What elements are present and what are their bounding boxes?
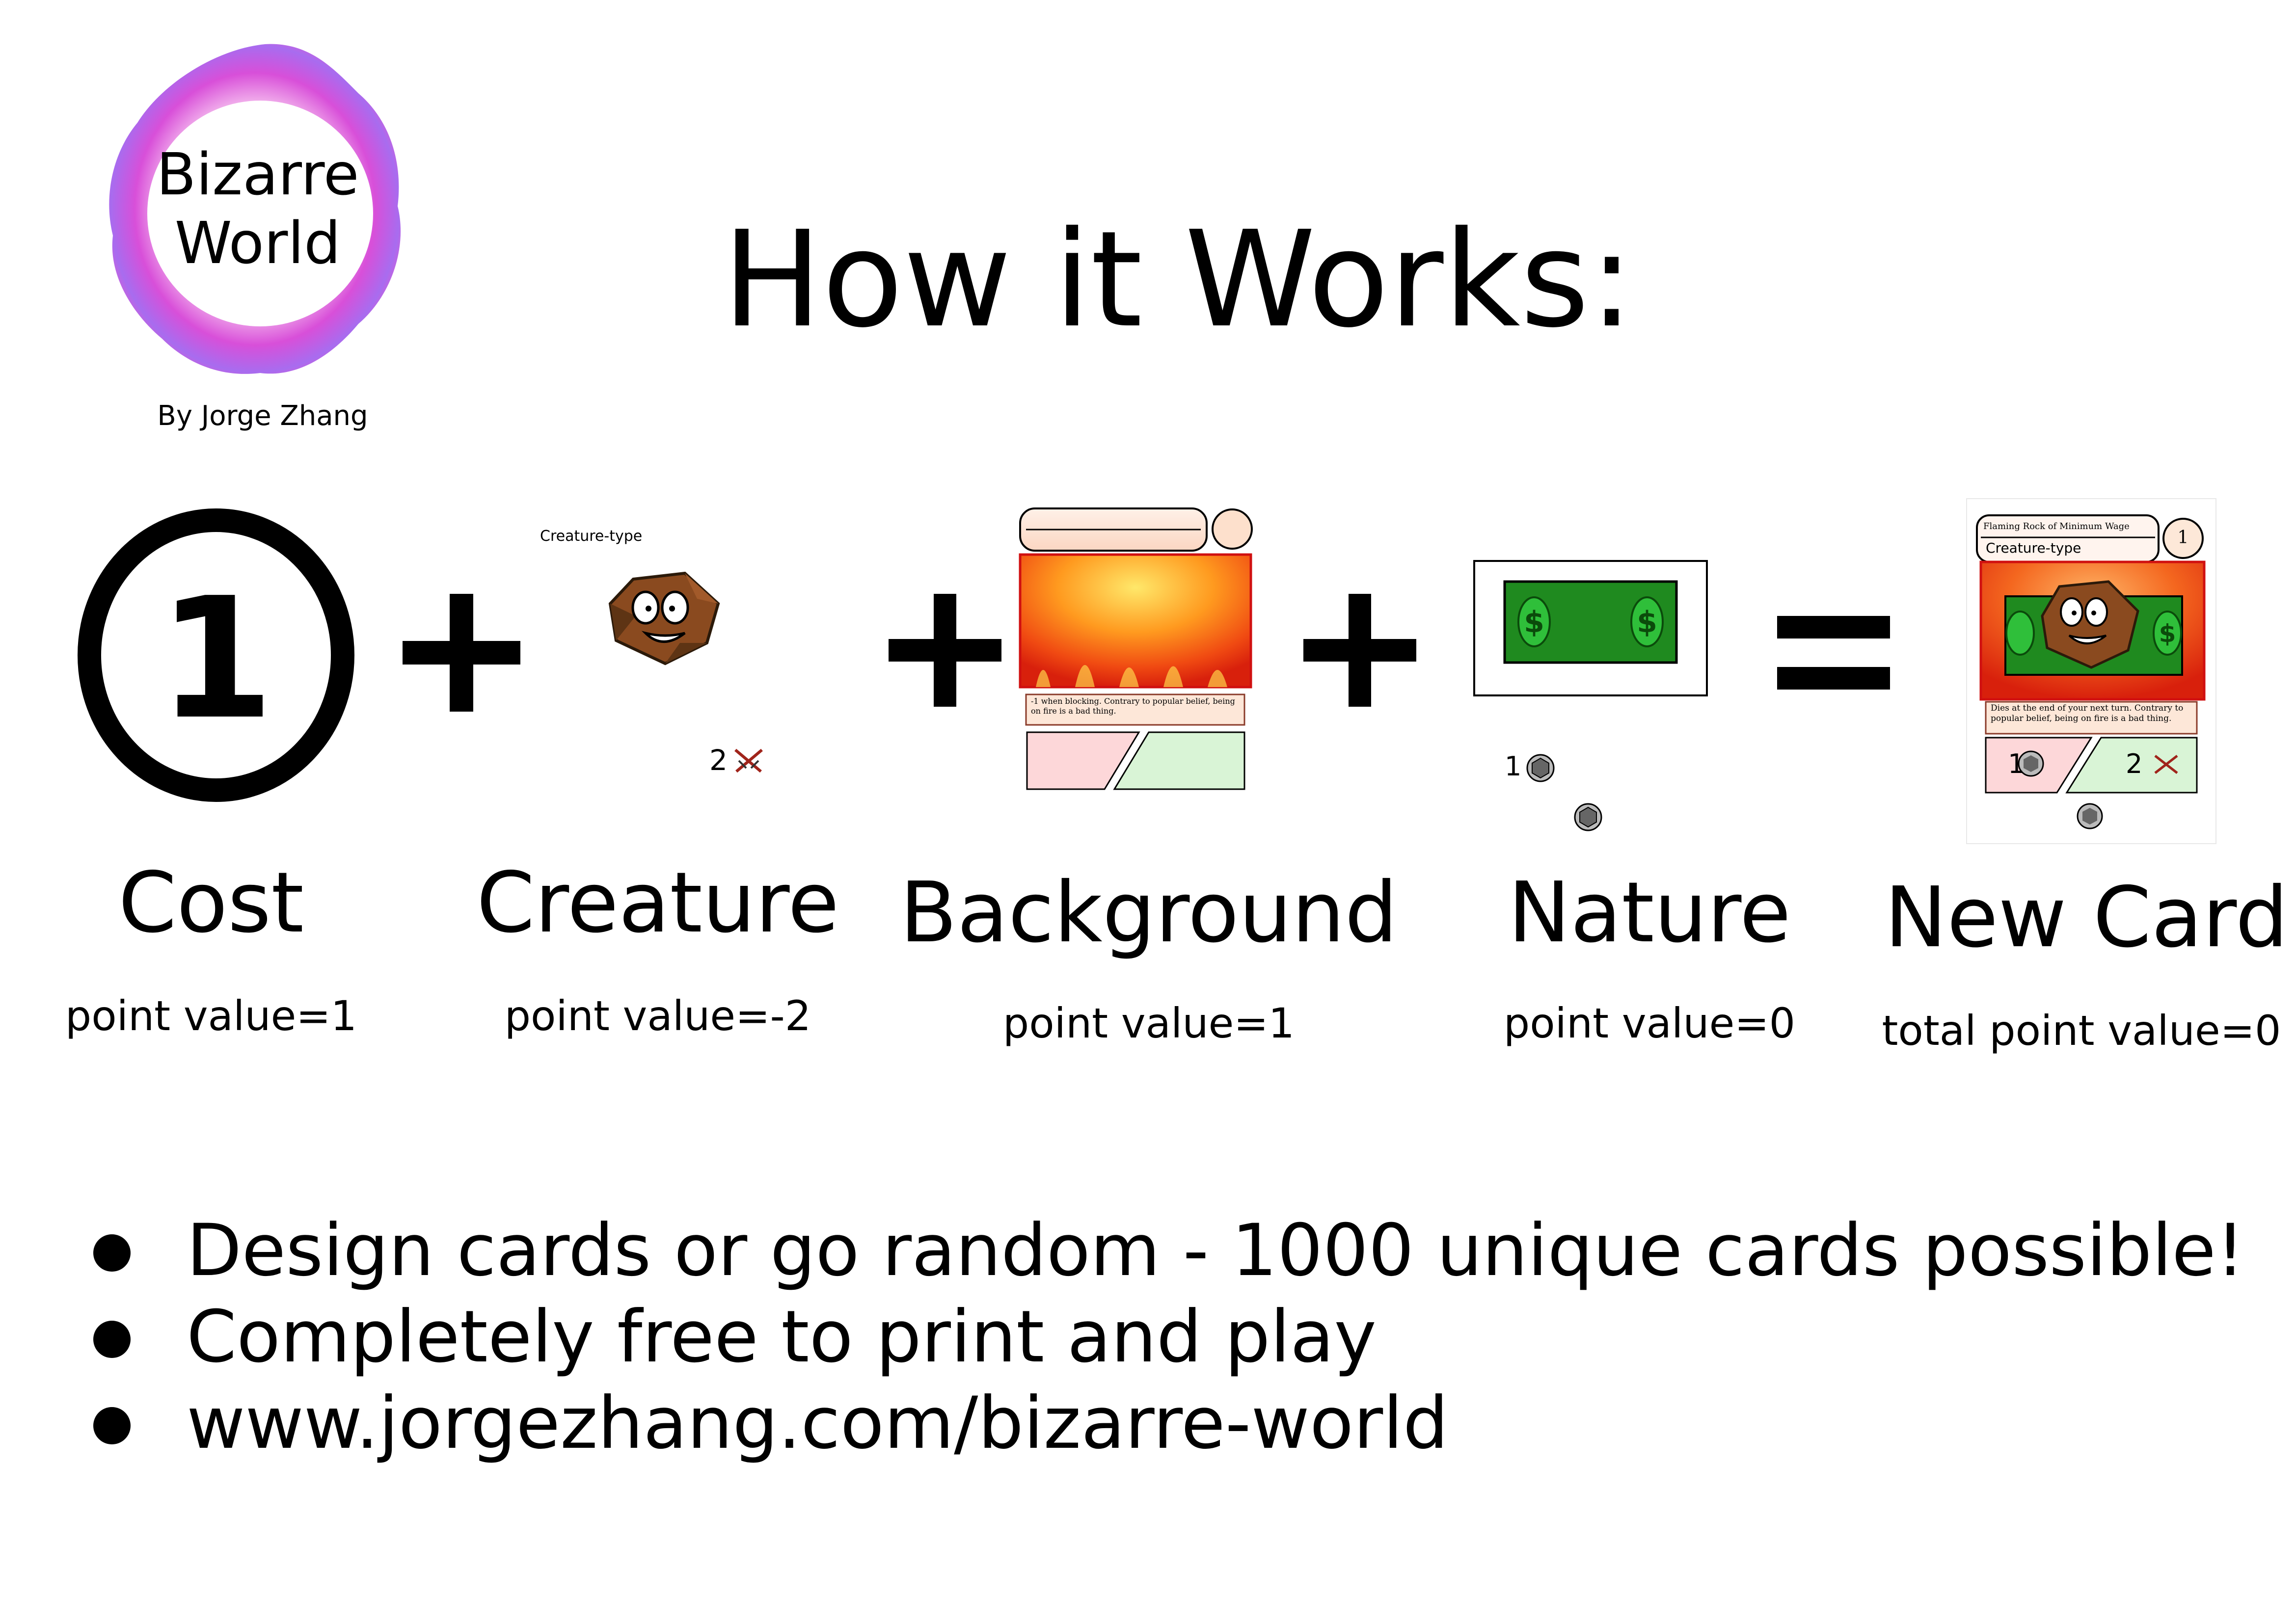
nature-point-value: point value=0 [1503, 999, 1796, 1047]
author-byline: By Jorge Zhang [157, 400, 368, 432]
new-card-total-point-value: total point value=0 [1882, 1007, 2281, 1055]
logo-title-line1: Bizarre [156, 140, 359, 208]
creature-point-value: point value=-2 [504, 992, 811, 1040]
bullet-item: www.jorgezhang.com/bizarre-world [88, 1380, 2248, 1466]
bullet-dot-icon [93, 1234, 131, 1272]
nature-label: Nature [1508, 864, 1791, 961]
feature-bullet-list: Design cards or go random - 1000 unique … [88, 1207, 2248, 1466]
svg-text:$: $ [2159, 619, 2176, 648]
plus-operator-3 [1303, 594, 1416, 707]
page-title: How it Works: [722, 202, 1634, 357]
plus-operator-1 [403, 594, 520, 712]
background-ability-text: -1 when blocking. Contrary to popular be… [1031, 696, 1235, 716]
new-card-name: Flaming Rock of Minimum Wage [1983, 521, 2130, 532]
new-card-label: New Card [1884, 869, 2289, 966]
background-point-value: point value=1 [1002, 999, 1295, 1047]
website-url: www.jorgezhang.com/bizarre-world [187, 1382, 1449, 1465]
creature-type-text: Creature-type [540, 528, 643, 545]
new-card-right-stat: 2 [2126, 748, 2143, 779]
svg-text:$: $ [1637, 605, 1657, 639]
crossed-swords-icon [734, 748, 763, 773]
new-card: $ [1966, 498, 2216, 844]
svg-text:$: $ [1524, 605, 1544, 639]
new-card-ability-text: Dies at the end of your next turn. Contr… [1991, 703, 2184, 723]
logo-title-line2: World [174, 209, 341, 277]
creature-label: Creature [476, 854, 839, 952]
creature-stat-number: 2 [709, 744, 728, 777]
new-card-type: Creature-type [1986, 540, 2081, 556]
cost-circle-icon: 1 [78, 508, 354, 802]
cost-point-value: point value=1 [65, 992, 357, 1040]
nature-stat-number: 1 [1505, 751, 1522, 782]
bullet-dot-icon [93, 1407, 131, 1444]
bullet-item: Completely free to print and play [88, 1294, 2248, 1380]
plus-operator-2 [889, 594, 1001, 707]
bizarre-world-logo [109, 44, 401, 374]
equals-operator [1777, 616, 1890, 690]
background-label: Background [899, 864, 1398, 961]
bullet-dot-icon [93, 1321, 131, 1358]
hexagon-shield-icon [1574, 803, 1602, 831]
hexagon-shield-icon [1526, 754, 1555, 782]
background-card [1019, 507, 1253, 790]
bullet-item: Design cards or go random - 1000 unique … [88, 1207, 2248, 1294]
cost-label: Cost [118, 854, 304, 952]
new-card-left-stat: 1 [2008, 748, 2025, 779]
rock-creature-icon [608, 571, 720, 665]
new-card-cost: 1 [2177, 528, 2189, 548]
nature-card-money: $ $ [1473, 560, 1708, 696]
cost-symbol: 1 [158, 562, 274, 756]
